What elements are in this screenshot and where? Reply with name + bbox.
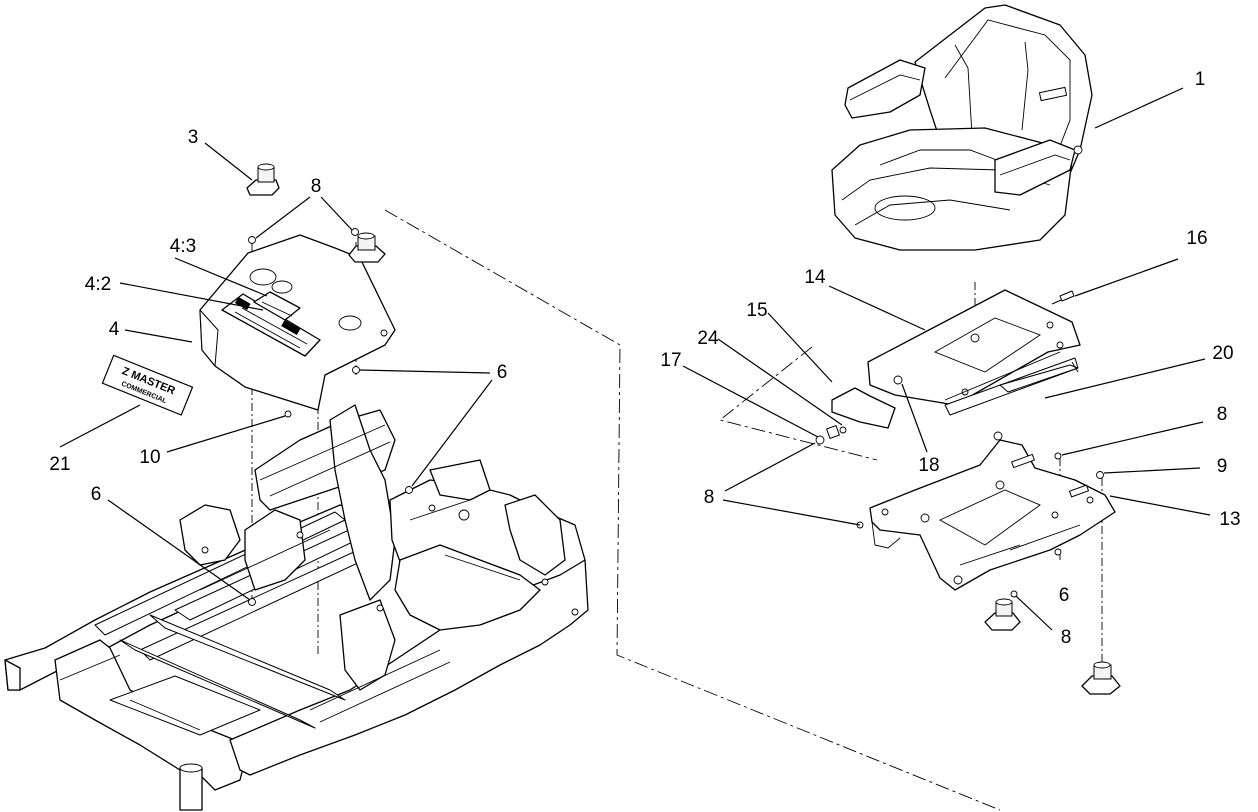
bolt-16 [1051, 290, 1075, 305]
fasteners-right [856, 452, 1104, 556]
callout-8-bottom: 8 [1061, 627, 1072, 648]
callout-21: 21 [49, 454, 70, 475]
callout-labels: 1 3 8 4:3 4:2 4 21 10 6 6 14 15 16 20 24… [49, 69, 1240, 648]
callout-18: 18 [918, 455, 939, 476]
adjuster-knob-and-spring [815, 425, 847, 445]
callout-6-left: 6 [91, 484, 102, 505]
callout-14: 14 [804, 267, 826, 288]
adjuster-bracket [831, 375, 903, 429]
callout-15: 15 [746, 300, 767, 321]
rubber-isolator-mount-3 [246, 163, 280, 196]
instruction-decal [221, 293, 321, 357]
callout-24: 24 [697, 328, 719, 349]
callout-6-upper: 6 [497, 362, 508, 383]
z-master-logo-decal: Z MASTER COMMERCIAL [101, 354, 194, 416]
callout-8-left-group: 8 [704, 487, 715, 508]
callout-9: 9 [1217, 456, 1228, 477]
mower-frame [4, 404, 589, 811]
callout-20: 20 [1212, 343, 1233, 364]
fasteners-left [248, 228, 413, 606]
callout-13: 13 [1219, 509, 1240, 530]
slide-rod [999, 361, 1079, 393]
callout-1: 1 [1195, 69, 1206, 90]
rubber-isolator-mount-right [984, 590, 1021, 631]
operator-seat [831, 4, 1093, 251]
rubber-isolator-mount-rear [1081, 661, 1121, 695]
callout-16: 16 [1186, 228, 1207, 249]
leader-lines [59, 87, 1211, 631]
callout-6-right: 6 [1059, 585, 1070, 606]
callout-3: 3 [188, 127, 199, 148]
seat-mount-plate [199, 234, 396, 411]
seat-base-plate [869, 431, 1116, 591]
callout-4-3: 4:3 [170, 236, 196, 257]
callout-8-right: 8 [1217, 404, 1228, 425]
callout-4-2: 4:2 [85, 274, 111, 295]
seat-slide-plate [867, 289, 1081, 416]
rubber-isolator-mount [348, 232, 386, 263]
callout-10: 10 [139, 447, 160, 468]
callout-4: 4 [109, 319, 120, 340]
callout-8-top: 8 [311, 176, 322, 197]
callout-17: 17 [660, 350, 681, 371]
